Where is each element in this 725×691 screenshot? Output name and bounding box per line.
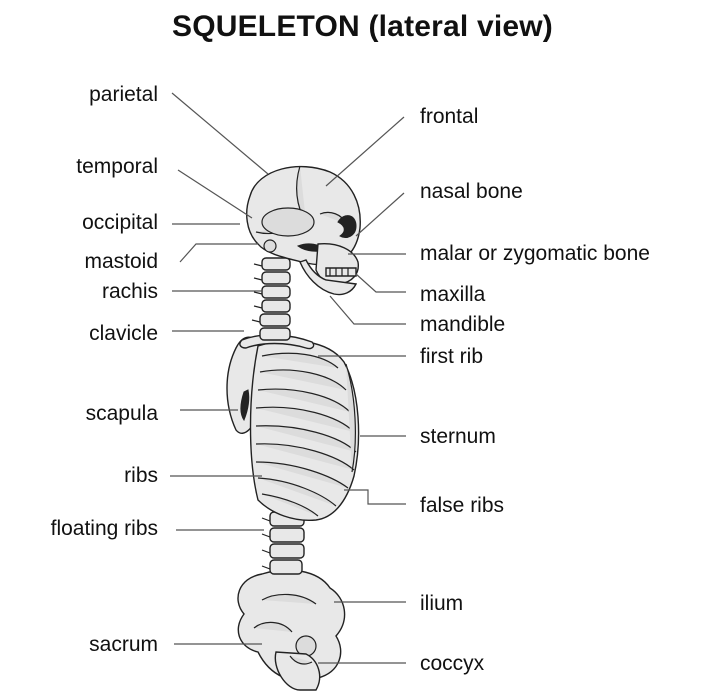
cervical-spine-drawing <box>252 258 290 340</box>
label-mastoid: mastoid <box>84 250 158 274</box>
label-false-ribs: false ribs <box>420 494 504 518</box>
leader-nasal-bone <box>356 193 404 236</box>
label-floating-ribs: floating ribs <box>51 517 158 541</box>
label-nasal-bone: nasal bone <box>420 180 523 204</box>
label-rachis: rachis <box>102 280 158 304</box>
label-occipital: occipital <box>82 211 158 235</box>
label-frontal: frontal <box>420 105 478 129</box>
label-coccyx: coccyx <box>420 652 484 676</box>
label-parietal: parietal <box>89 83 158 107</box>
leader-temporal <box>178 170 252 218</box>
label-clavicle: clavicle <box>89 322 158 346</box>
label-sternum: sternum <box>420 425 496 449</box>
ribcage-drawing <box>251 341 359 520</box>
label-ilium: ilium <box>420 592 463 616</box>
leader-mandible <box>330 296 406 324</box>
leader-parietal <box>172 93 268 174</box>
label-malar: malar or zygomatic bone <box>420 242 650 266</box>
pelvis-drawing <box>238 570 345 690</box>
label-temporal: temporal <box>76 155 158 179</box>
label-ribs: ribs <box>124 464 158 488</box>
leader-frontal <box>326 117 404 186</box>
label-sacrum: sacrum <box>89 633 158 657</box>
leader-mastoid <box>180 244 258 262</box>
leader-maxilla <box>356 274 406 292</box>
label-mandible: mandible <box>420 313 505 337</box>
label-maxilla: maxilla <box>420 283 485 307</box>
lumbar-spine-drawing <box>262 512 304 574</box>
label-scapula: scapula <box>86 402 158 426</box>
leader-false-ribs <box>344 490 406 504</box>
label-first-rib: first rib <box>420 345 483 369</box>
